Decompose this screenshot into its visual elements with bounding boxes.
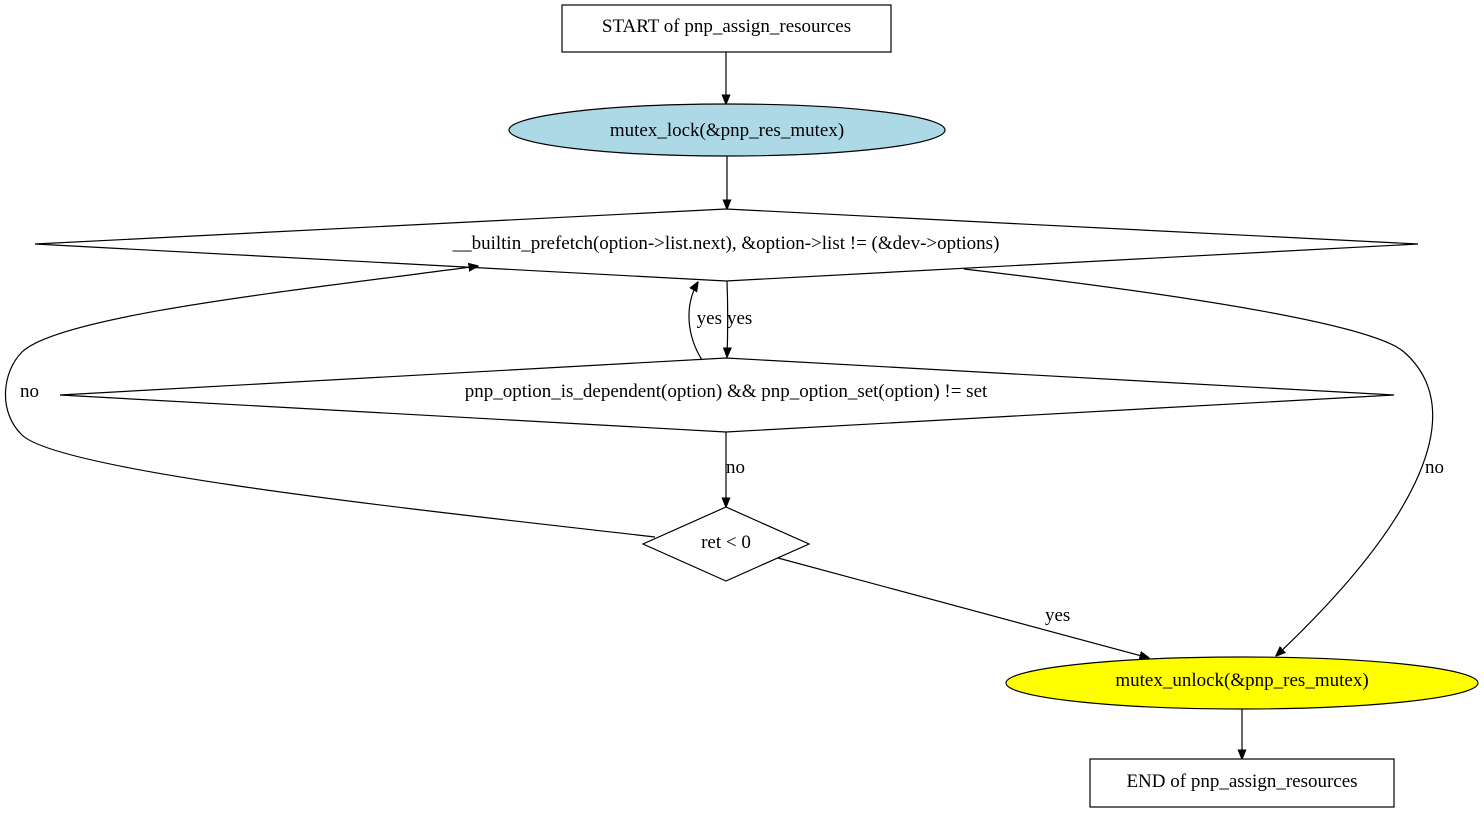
edge-ret-to-unlock xyxy=(777,557,1149,658)
end-label: END of pnp_assign_resources xyxy=(1126,771,1357,792)
node-unlock: mutex_unlock(&pnp_res_mutex) xyxy=(1005,656,1479,710)
ret-condition-label: ret < 0 xyxy=(701,532,751,553)
edge-ret-to-unlock-label: yes xyxy=(1045,605,1070,626)
node-end: END of pnp_assign_resources xyxy=(1089,758,1395,808)
edge-dependent-to-ret-label: no xyxy=(726,457,745,478)
edge-ret-to-loop-label: no xyxy=(20,381,39,402)
node-dependent-condition: pnp_option_is_dependent(option) && pnp_o… xyxy=(59,357,1395,433)
edge-loop-to-unlock-label: no xyxy=(1425,457,1444,478)
edge-loop-to-dependent xyxy=(727,280,728,357)
edge-loop-to-unlock xyxy=(963,268,1434,656)
edge-ret-to-loop xyxy=(4,266,656,538)
dependent-condition-label: pnp_option_is_dependent(option) && pnp_o… xyxy=(465,381,988,402)
loop-condition-diamond xyxy=(34,208,1419,282)
end-box xyxy=(1089,758,1395,808)
unlock-label: mutex_unlock(&pnp_res_mutex) xyxy=(1115,670,1368,691)
node-start: START of pnp_assign_resources xyxy=(561,4,892,53)
lock-label: mutex_lock(&pnp_res_mutex) xyxy=(610,120,844,141)
edge-dependent-to-loop xyxy=(688,282,703,361)
loop-condition-label: __builtin_prefetch(option->list.next), &… xyxy=(452,233,1000,254)
node-lock: mutex_lock(&pnp_res_mutex) xyxy=(508,103,946,157)
start-box xyxy=(561,4,892,53)
node-ret-condition: ret < 0 xyxy=(641,506,811,582)
edge-dependent-to-loop-label: yes xyxy=(697,308,722,329)
ret-condition-diamond xyxy=(641,506,811,582)
start-label: START of pnp_assign_resources xyxy=(602,16,851,37)
edge-loop-to-dependent-label: yes xyxy=(727,308,752,329)
node-loop-condition: __builtin_prefetch(option->list.next), &… xyxy=(34,208,1419,282)
